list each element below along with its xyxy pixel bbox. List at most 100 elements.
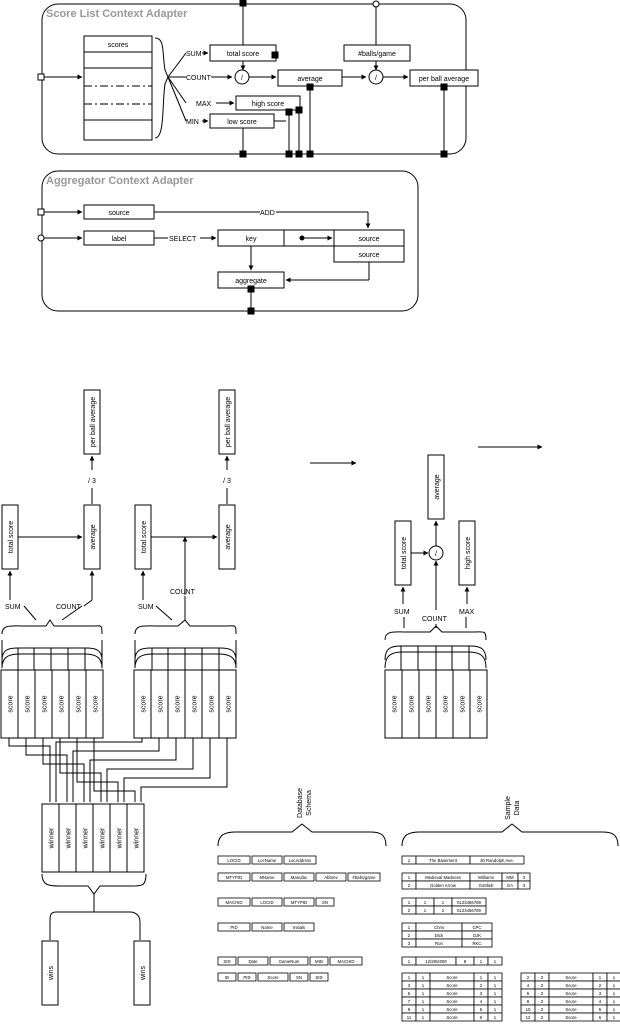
sample-mach-text: 1 [424, 900, 427, 905]
sample-mtype-text: Williams [478, 875, 494, 880]
divide-symbol-2: / [375, 75, 377, 82]
sample-scores-b-text: 3 [599, 991, 602, 996]
sample-session-cell [487, 956, 503, 966]
right-average-label: average [225, 524, 232, 549]
schema-row-1-cell [217, 872, 251, 882]
average-label: average [297, 76, 322, 83]
sample-mtype-text: 1 [408, 875, 411, 880]
sample-mtype-text: 3 [523, 875, 526, 880]
lower-left-dataflow: per ball average per ball average / 3 / … [0, 389, 237, 1006]
schema-row-0-text: LocAddress [289, 858, 312, 863]
sample-scores-b-text: 5 [599, 1007, 602, 1012]
sample-mach-text: 0123456789 [457, 900, 482, 905]
sample-scores-b-text: 1 [613, 1015, 616, 1020]
sample-scores-a-text: Score [446, 1007, 458, 1012]
schema-row-0-cell [283, 855, 317, 865]
sample-session-text: 12/28/2000 [425, 959, 447, 964]
sample-scores-b-text: 1 [599, 975, 602, 980]
score-column-label: score [158, 695, 165, 712]
sample-scores-b-text: 1 [613, 991, 616, 996]
left-divide-3: / 3 [88, 478, 96, 485]
schema-row-1-cell [283, 872, 315, 882]
sample-scores-b-text: Score [565, 975, 577, 980]
sample-scores-b-text: 2 [599, 983, 602, 988]
score-column-label: score [460, 695, 467, 712]
schema-row-0-text: LocName [258, 858, 277, 863]
sample-player-text: CPC [472, 925, 481, 930]
sample-scores-a-text: Score [446, 1015, 458, 1020]
sample-mach-text: 1 [408, 900, 411, 905]
right-per-ball-average-box [218, 389, 236, 455]
sample-scores-b-text: 2 [541, 999, 544, 1004]
score-column-label: score [59, 695, 66, 712]
lr-high-score-box [458, 520, 476, 586]
lr-total-score-label: total score [401, 537, 408, 569]
input-port [37, 73, 45, 81]
total-score-label: total score [227, 51, 259, 58]
schema-row-5-text: PID [243, 975, 250, 980]
schema-row-0-cell [251, 855, 283, 865]
aggregate-label: aggregate [235, 278, 267, 285]
score-column-label: score [93, 695, 100, 712]
schema-row-5-text: SID [315, 975, 322, 980]
winner-column-label: winner [117, 827, 124, 849]
high-score-label: high score [252, 101, 284, 108]
wire [123, 738, 211, 802]
wire [76, 738, 119, 802]
schema-row-0-text: LOCID [227, 858, 240, 863]
score-column-label: score [192, 695, 199, 712]
scores-list-label: scores [108, 42, 129, 49]
sample-scores-a-text: 3 [480, 991, 483, 996]
wire [93, 738, 136, 802]
sample-player-text: 2 [408, 933, 411, 938]
left-wins-label: wins [48, 966, 55, 982]
left-per-ball-average-box [83, 389, 101, 455]
winner-column-label: winner [49, 827, 56, 849]
right-wins-box [133, 940, 151, 1006]
list-brace [154, 37, 169, 139]
sample-scores-b-text: 2 [541, 1007, 544, 1012]
schema-row-5-cell [257, 972, 289, 982]
score-column-label: score [477, 695, 484, 712]
sample-session-text: 1 [494, 959, 497, 964]
left-average-box [83, 504, 101, 570]
right-per-ball-average-label: per ball average [225, 397, 232, 447]
schema-row-1-text: #balls/game [352, 875, 376, 880]
score-column-label: score [25, 695, 32, 712]
schema-row-5-text: SN [296, 975, 302, 980]
sample-scores-b-text: Score [565, 1007, 577, 1012]
score-column-label: score [175, 695, 182, 712]
right-wins-label: wins [140, 966, 147, 982]
sample-scores-a-text: 9 [408, 1007, 411, 1012]
right-average-box [218, 504, 236, 570]
lr-average-box [427, 454, 445, 520]
schema-row-1-text: Abbrev [324, 875, 338, 880]
agg-source-label: source [108, 210, 129, 217]
score-list-adapter-title: Score List Context Adapter [46, 8, 188, 20]
sample-scores-a-text: 1 [422, 1015, 425, 1020]
schema-row-5-text: Score [267, 975, 279, 980]
add-op-label: ADD [260, 210, 275, 217]
sample-scores-a-text: 2 [480, 983, 483, 988]
schema-row-4-cell [269, 956, 309, 966]
sample-scores-a-text: 1 [422, 991, 425, 996]
lr-divide-node [428, 545, 444, 561]
sample-mtype-text: Golden Arrow [430, 883, 457, 888]
agg-source-bottom-label: source [358, 252, 379, 259]
sample-scores-a-text: 6 [480, 1015, 483, 1020]
score-column-label: score [226, 695, 233, 712]
high-score-box [235, 95, 301, 111]
winner-column-box [126, 803, 145, 873]
winner-column-label: winner [100, 827, 107, 849]
sample-scores-b-text: 8 [527, 999, 530, 1004]
sample-scores-a-text: 7 [408, 999, 411, 1004]
sample-mach-text: 2 [408, 908, 411, 913]
sample-mach-text: 2 [442, 908, 445, 913]
schema-row-4-text: Date [248, 959, 258, 964]
schema-row-5-cell [309, 972, 329, 982]
sample-scores-a-text: 1 [408, 975, 411, 980]
score-column-label: score [141, 695, 148, 712]
